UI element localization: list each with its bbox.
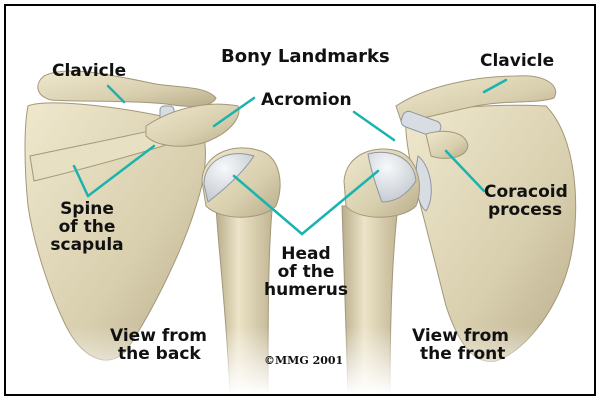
label-acromion: Acromion xyxy=(261,92,352,110)
label-coracoid-line2: process xyxy=(484,202,568,220)
label-head-line2: of the xyxy=(256,264,356,282)
label-view-from-front: View from the front xyxy=(412,328,509,364)
label-spine-line2: of the xyxy=(42,219,132,237)
label-spine-line3: scapula xyxy=(42,237,132,255)
diagram-title: Bony Landmarks xyxy=(221,48,390,67)
label-head-line3: humerus xyxy=(256,282,356,300)
label-view-from-back: View from the back xyxy=(110,328,207,364)
label-view-back-line2: the back xyxy=(110,346,207,364)
label-view-front-line2: the front xyxy=(412,346,509,364)
label-head-of-humerus: Head of the humerus xyxy=(256,246,356,300)
label-coracoid-process: Coracoid process xyxy=(484,184,568,220)
label-clavicle-left: Clavicle xyxy=(52,63,126,81)
label-spine-of-scapula: Spine of the scapula xyxy=(42,201,132,255)
label-clavicle-right: Clavicle xyxy=(480,53,554,71)
diagram-panel: Bony Landmarks Clavicle Clavicle Acromio… xyxy=(4,4,596,396)
pointer-acromion-right xyxy=(354,112,394,140)
copyright-notice: ©MMG 2001 xyxy=(264,354,343,367)
right-coracoid xyxy=(426,131,468,158)
